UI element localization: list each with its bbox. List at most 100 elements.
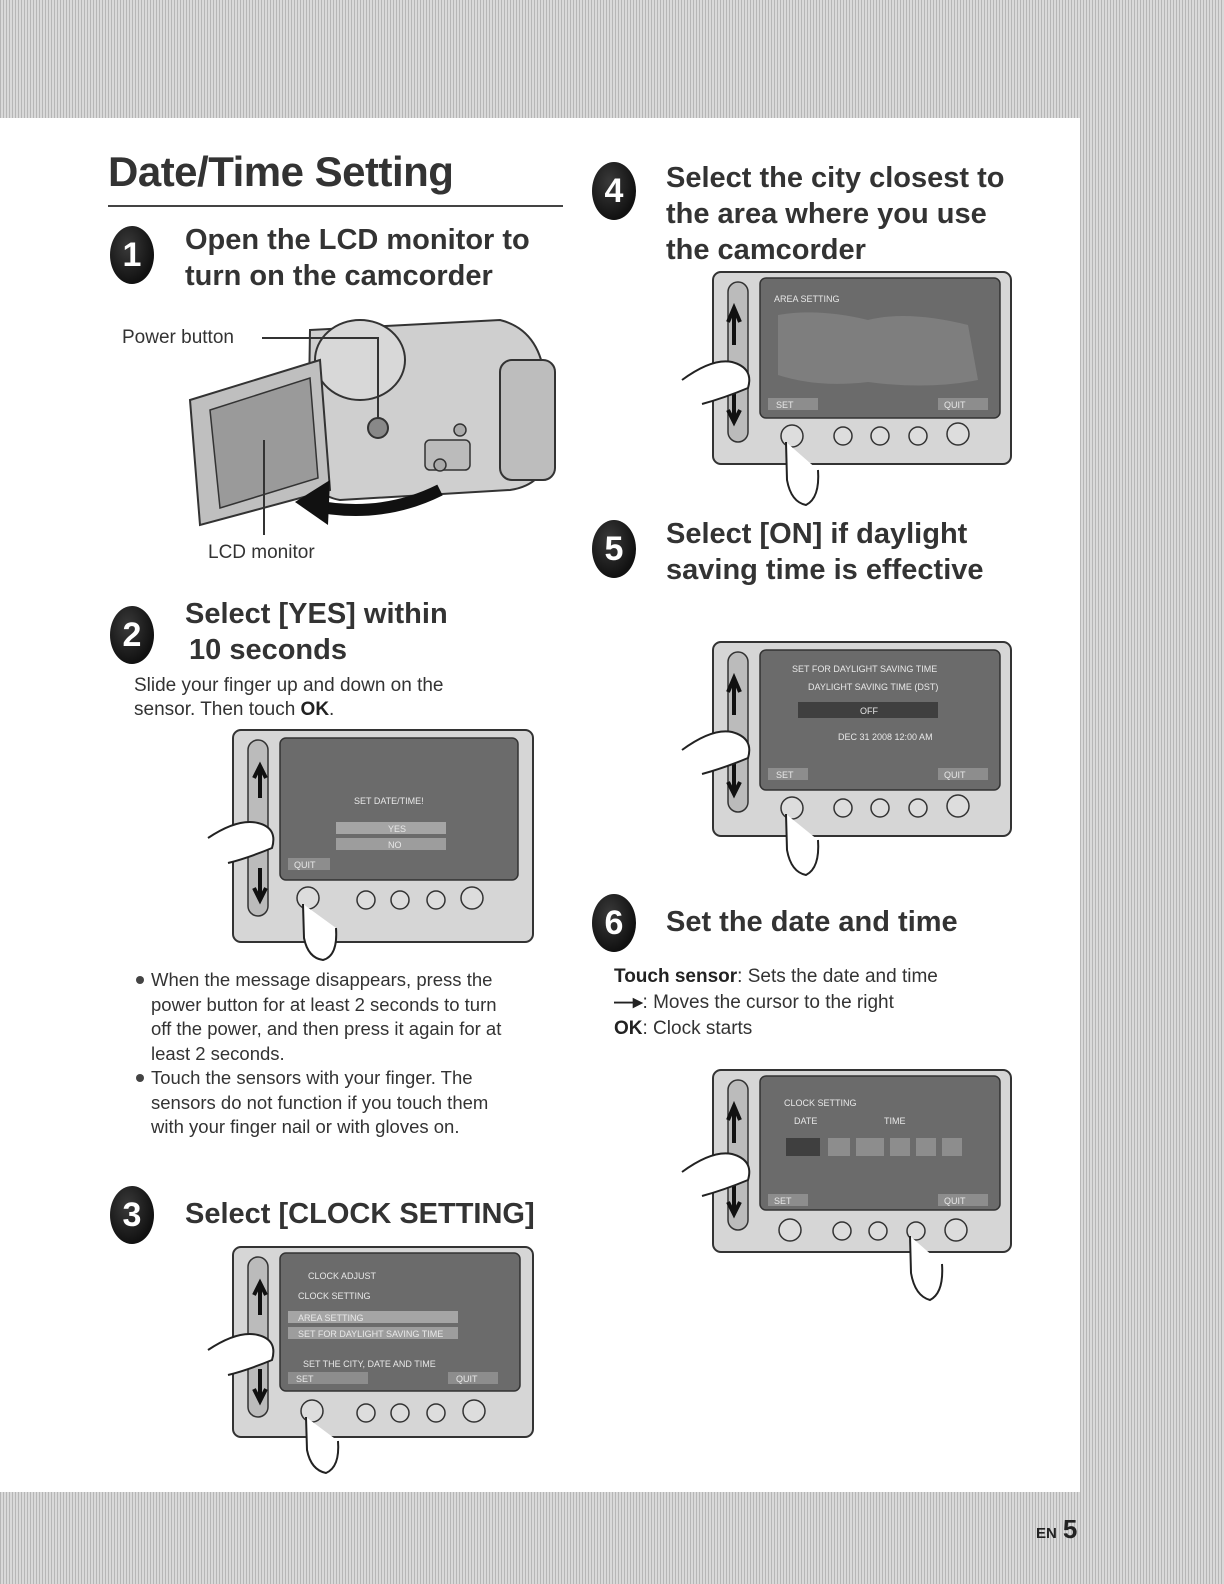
screen-text: QUIT [456,1374,478,1384]
touch-finger-icon [302,903,338,962]
screen-text: TIME [884,1116,906,1126]
screen-text: SET [296,1374,314,1384]
arrow-text: : Moves the cursor to the right [642,992,894,1013]
step-1-number: 1 [110,226,154,284]
step-5-heading: Select [ON] if daylight saving time is e… [666,516,984,588]
down-arrow-icon [726,760,742,799]
world-map-icon [778,312,978,386]
camcorder-illustration [188,318,556,535]
step-6-number: 6 [592,894,636,952]
step-2-heading: Select [YES] within 10 seconds [185,596,448,668]
step-4-heading-line3: the camcorder [666,234,866,266]
step-1-heading-line2: turn on the camcorder [185,260,493,292]
menu-sensor-icon [946,794,970,818]
ok-label: OK [614,1018,643,1039]
ok-sensor-icon [296,886,320,910]
step-2-heading-line2: 10 seconds [189,634,347,666]
up-arrow-icon [252,1278,268,1315]
finger-icon [207,821,275,864]
lcd-screen-step-4: AREA SETTING SET QUIT [681,271,1012,507]
step-2-number: 2 [110,606,154,664]
screen-text: SET FOR DAYLIGHT SAVING TIME [792,664,937,674]
finger-icon [681,360,751,405]
touch-finger-icon [305,1416,340,1475]
header-band [0,0,1224,118]
right-sensor-icon [906,1221,926,1241]
footer-band [0,1492,1224,1584]
screen-text: DATE [794,1116,817,1126]
menu-sensor-icon [946,422,970,446]
screen-text: QUIT [944,400,966,410]
ok-sensor-icon [300,1399,324,1423]
touch-sensor-label: Touch sensor [614,966,738,987]
date-field-selected [786,1138,820,1156]
up-arrow-icon [726,302,742,345]
ok-description: : Clock starts [642,1018,753,1039]
screen-text: SET [776,400,794,410]
page-number: EN 5 [1036,1514,1077,1545]
power-button-icon [367,417,389,439]
down-arrow-icon [252,868,268,905]
note-line: least 2 seconds. [151,1042,285,1064]
lcd-monitor-label: LCD monitor [208,542,315,563]
lcd-screen-step-3: CLOCK ADJUST CLOCK SETTING AREA SETTING … [207,1246,534,1475]
step-5-heading-line1: Select [ON] if daylight [666,518,968,550]
language-code: EN [1036,1525,1057,1542]
screen-text: CLOCK SETTING [298,1291,371,1301]
up-arrow-icon [726,1100,742,1143]
finger-icon [681,730,751,775]
step-3-number: 3 [110,1186,154,1244]
step-2-instruction: Slide your finger up and down on the sen… [134,674,444,722]
menu-sensor-icon [944,1218,968,1242]
down-arrow-icon [252,1369,268,1406]
note-line: power button for at least 2 seconds to t… [151,993,497,1015]
finger-icon [207,1333,275,1376]
ok-sensor-icon [778,1218,802,1242]
screen-text: QUIT [944,1196,966,1206]
screen-text: CLOCK SETTING [784,1098,857,1108]
finger-icon [681,1152,751,1197]
step-2-instruction-line2: sensor. Then touch [134,699,301,720]
step-3-heading: Select [CLOCK SETTING] [185,1198,535,1230]
step-4-heading-line2: the area where you use [666,198,987,230]
touch-finger-icon [909,1235,944,1302]
note-line: with your finger nail or with gloves on. [151,1116,460,1137]
ok-text: OK [300,699,330,720]
note-item: Touch the sensors with your finger. The … [134,1066,501,1140]
step-5-number: 5 [592,520,636,578]
menu-sensor-icon [462,1399,486,1423]
note-line: Touch the sensors with your finger. The [151,1067,473,1088]
screen-text: AREA SETTING [298,1313,364,1323]
step-1-heading-line1: Open the LCD monitor to [185,224,530,256]
screen-text: SET DATE/TIME! [354,796,424,806]
power-button-label: Power button [122,327,234,348]
step-2-heading-line1: Select [YES] within [185,598,448,630]
screen-text: SET [774,1196,792,1206]
note-line: off the power, and then press it again f… [151,1018,502,1039]
step-6-instructions: Touch sensor: Sets the date and time —▸:… [614,964,938,1042]
touch-sensor-text: : Sets the date and time [737,966,938,987]
ok-sensor-icon [780,424,804,448]
note-line: sensors do not function if you touch the… [151,1091,489,1113]
screen-text: AREA SETTING [774,294,840,304]
lcd-screen-step-6: CLOCK SETTING DATE TIME SET QUIT [681,1069,1012,1302]
instruction-end: . [329,699,335,720]
step-4-heading: Select the city closest to the area wher… [666,160,1004,268]
note-item: When the message disappears, press the p… [134,968,501,1066]
page-number-value: 5 [1062,1514,1078,1544]
screen-text: YES [388,824,406,834]
step-4-number: 4 [592,162,636,220]
screen-text: SET FOR DAYLIGHT SAVING TIME [298,1329,443,1339]
menu-sensor-icon [460,886,484,910]
screen-text: CLOCK ADJUST [308,1271,377,1281]
step-6-heading: Set the date and time [666,906,958,938]
screen-text: QUIT [944,770,966,780]
screen-text: OFF [860,706,878,716]
screen-text: DAYLIGHT SAVING TIME (DST) [808,682,938,692]
lcd-screen-step-5: SET FOR DAYLIGHT SAVING TIME DAYLIGHT SA… [681,641,1012,877]
screen-text: DEC 31 2008 12:00 AM [838,732,933,742]
step-2-instruction-line1: Slide your finger up and down on the [134,675,444,696]
step-4-heading-line1: Select the city closest to [666,162,1005,194]
right-margin-band [1080,0,1224,1584]
note-line: When the message disappears, press the [151,969,493,990]
